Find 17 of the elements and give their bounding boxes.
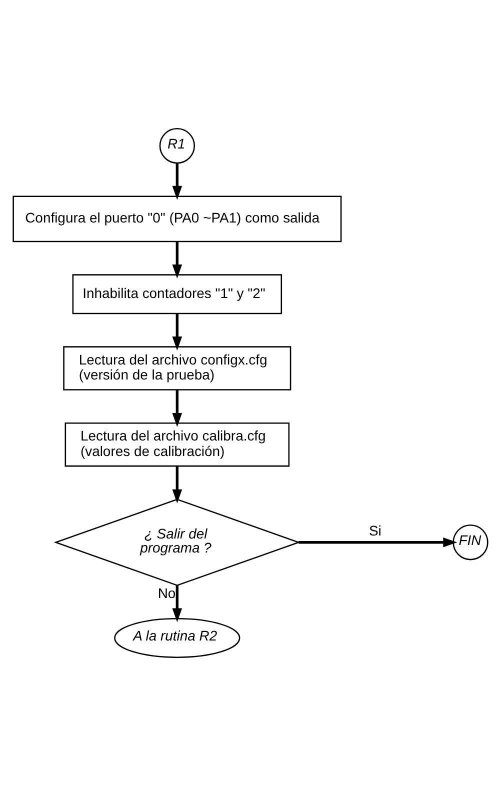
node-box: Inhabilita contadores "1" y "2" xyxy=(72,274,282,314)
arrow xyxy=(172,586,182,622)
edge-label: No xyxy=(157,584,176,601)
node-box: Lectura del archivo configx.cfg (versión de la prueba) xyxy=(62,346,291,390)
arrow xyxy=(172,314,182,351)
node-box: Lectura del archivo calibra.cfg (valores de calibración) xyxy=(64,422,290,467)
arrow xyxy=(172,466,182,504)
arrow xyxy=(172,242,182,278)
node-circle: FIN xyxy=(452,524,488,560)
arrow xyxy=(172,390,182,428)
node-diamond: ¿ Salir del programa ? xyxy=(53,498,300,586)
node-ellipse: A la rutina R2 xyxy=(114,618,240,658)
node-box: Configura el puerto "0" (PA0 ~PA1) como salida xyxy=(12,196,342,242)
arrow xyxy=(298,537,457,548)
edge-label: Si xyxy=(368,522,381,538)
arrow xyxy=(172,163,182,200)
node-circle: R1 xyxy=(158,128,194,164)
